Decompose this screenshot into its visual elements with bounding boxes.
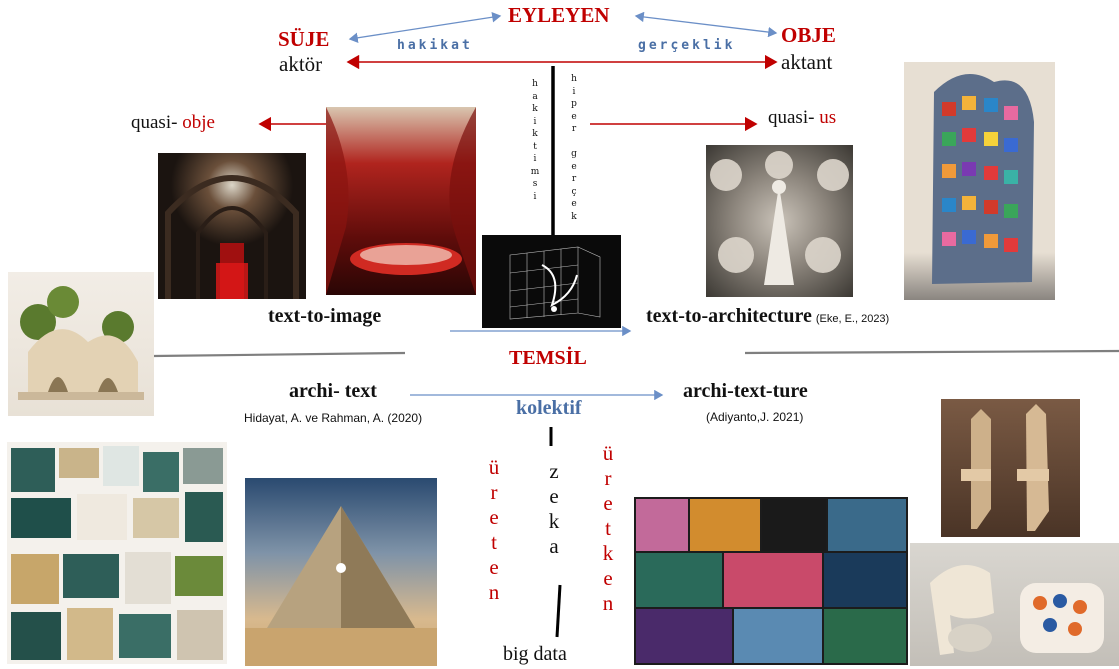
eyleyen-obje-arrow [634,11,778,38]
uretken-vertical: ü r e t k e n [597,441,619,616]
letter: i [533,116,537,127]
left-gray-line [153,351,406,358]
text-to-architecture-label: text-to-architecture (Eke, E., 2023) [646,305,889,328]
letter: a [532,91,538,102]
letter: h [571,74,577,84]
quasi-us-label: quasi- us [768,107,836,129]
eyleyen-suje-arrow [348,12,502,43]
cathedral-red-image [158,153,306,299]
suje-label: SÜJE [278,27,330,51]
letter: t [605,516,611,540]
letter: e [489,555,499,579]
letter: e [603,566,613,590]
letter: s [532,179,538,189]
letter: g [571,149,577,159]
right-gray-line [744,349,1119,355]
hakikat-label: hakikat [397,38,473,53]
temsil-label: TEMSİL [509,347,587,369]
adiyanto-reference: (Adiyanto,J. 2021) [706,410,804,424]
text-to-architecture-text: text-to-architecture [646,305,812,327]
aktant-label: aktant [781,50,833,74]
hipergercek-vertical: h i p e r g e r ç e k [567,73,581,223]
text-to-image-label: text-to-image [268,305,382,327]
letter: e [571,199,577,209]
desert-pyramid-image [245,478,437,666]
obje-label: OBJE [781,23,836,47]
letter: k [532,129,538,139]
quasi-us-word: us [819,107,837,128]
eke-reference: (Eke, E., 2023) [815,313,890,325]
letter: k [602,541,614,565]
letter: r [604,466,612,490]
ureten-vertical: ü r e t e n [483,455,505,605]
letter: k [571,211,577,222]
gerceklik-label: gerçeklik [638,38,736,53]
quasi-obje-word: obje [182,112,215,133]
letter: z [549,459,559,483]
letter: r [490,480,498,504]
zeka-vertical: z e k a [543,459,565,559]
archi-text-label: archi- text [289,380,377,402]
red-bath-interior-image [326,107,476,295]
letter: ü [488,455,500,479]
letter: k [532,104,538,114]
letter: ç [571,186,577,197]
letter: m [530,166,540,177]
letter: k [548,509,560,533]
interior-moodboard-image [7,442,227,664]
letter: r [571,124,577,134]
colorful-tower-image [904,62,1055,300]
letter: p [571,99,577,109]
spacer [567,136,581,149]
letter: ü [602,441,614,465]
letter: i [533,154,537,164]
letter: n [602,591,614,615]
letter: i [572,86,576,97]
ai-art-collage-image [634,497,908,665]
letter: e [571,111,577,122]
hakiktimsi-vertical: h a k i k t i m s i [528,78,542,203]
kolektif-label: kolektif [516,397,582,419]
archi-text-ture-label: archi-text-ture [683,380,808,402]
castle-heels-image [941,399,1080,537]
kitchen-appliances-image [910,543,1119,666]
white-coral-sculpture-image [706,145,853,297]
hidayat-reference: Hidayat, A. ve Rahman, A. (2020) [244,411,423,425]
eyleyen-label: EYLEYEN [508,3,610,27]
letter: e [603,491,613,515]
wireframe-cube-image [482,235,621,328]
quasi-us-prefix: quasi- [768,107,815,128]
organic-house-model-image [8,272,154,416]
letter: e [549,484,559,508]
letter: r [571,174,577,184]
letter: t [533,141,537,152]
big-data-label: big data [503,643,567,665]
letter: n [488,580,500,604]
letter: a [549,534,559,558]
letter: h [532,79,538,89]
quasi-obje-label: quasi- obje [131,112,215,134]
quasi-obje-prefix: quasi- [131,112,178,133]
letter: t [491,530,497,554]
letter: e [571,161,577,172]
zeka-bottom-bar [555,584,562,638]
letter: i [533,191,537,202]
letter: e [489,505,499,529]
aktor-label: aktör [279,52,323,76]
